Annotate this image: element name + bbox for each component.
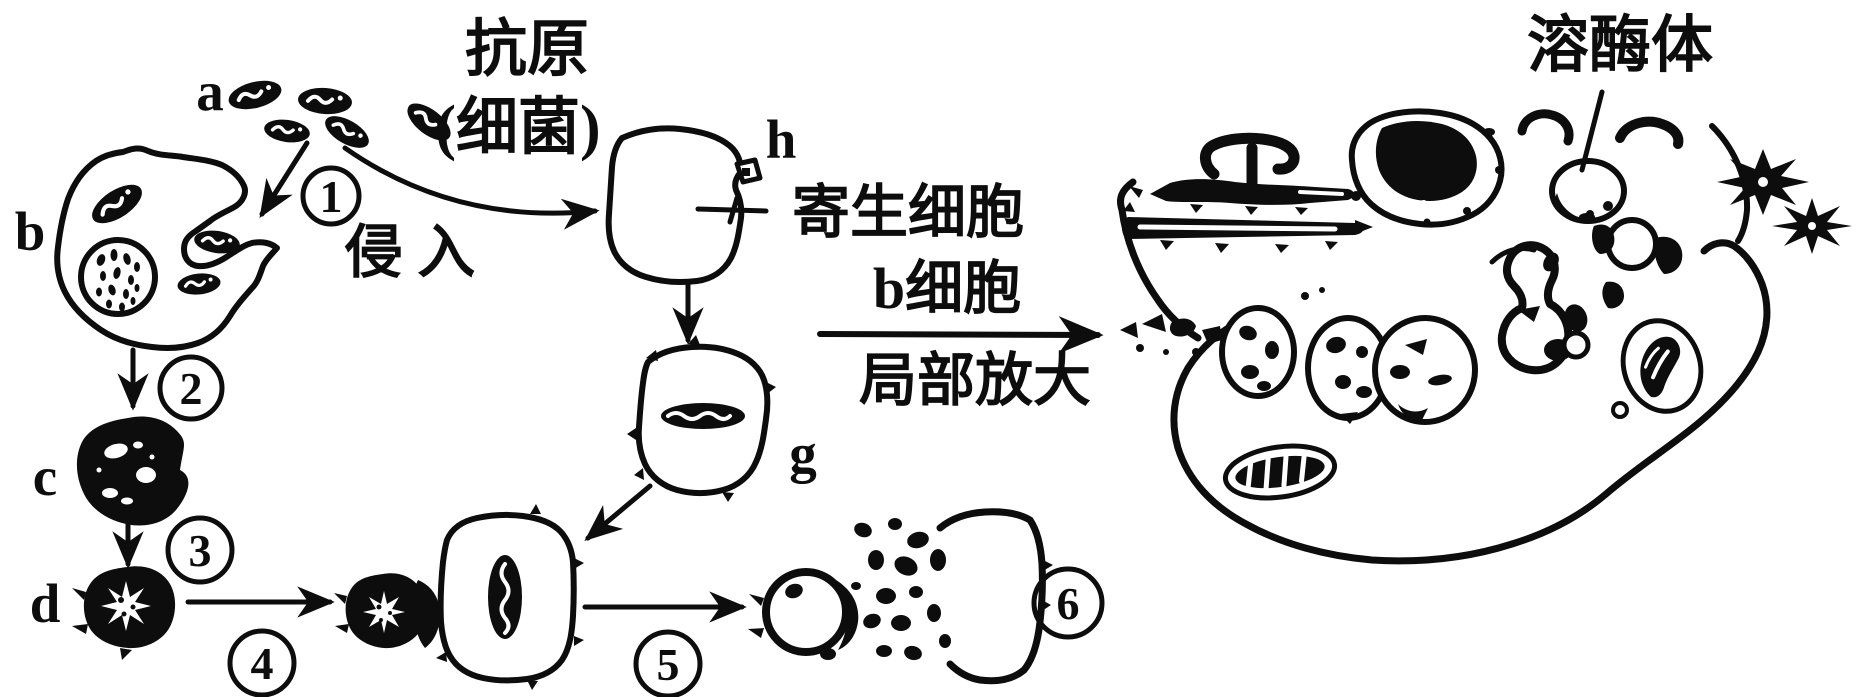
attached-effector-star-nucleus	[363, 591, 405, 633]
lysed-cell-complex	[748, 508, 1053, 685]
step1-badge: 1	[300, 165, 362, 227]
label-h: h	[766, 109, 797, 170]
mitochondrion-body	[1222, 443, 1338, 501]
endoplasmic-reticulum	[1122, 132, 1373, 253]
infected-cell-g	[627, 335, 776, 502]
attack-complex	[334, 504, 584, 690]
membrane-top-right	[1709, 123, 1751, 244]
bacterium	[295, 84, 355, 118]
step2-number: 2	[180, 363, 203, 414]
parasitized-pointer-tick	[727, 195, 740, 225]
c-cell-body	[76, 416, 189, 526]
cell-membrane-outline	[1170, 239, 1771, 565]
label-d: d	[30, 573, 61, 634]
label-c: c	[33, 446, 57, 507]
dark-crescent-vesicle	[1615, 116, 1684, 149]
label-g: g	[789, 423, 817, 484]
vesicle-cup	[1517, 109, 1574, 146]
arrow-invade	[342, 145, 600, 230]
effector-cell-after	[762, 568, 850, 656]
lymphocyte-cell-c	[76, 416, 189, 526]
phagocyte-nucleus	[78, 237, 158, 317]
parasitized-cell-h	[605, 125, 763, 285]
step5-badge: 5	[633, 629, 703, 697]
phagocyte-cell-b	[54, 145, 280, 351]
gourd-vesicle	[1497, 241, 1573, 375]
nucleus-body	[1348, 108, 1505, 228]
phagosome-vesicle	[1372, 315, 1478, 425]
phagocyte-membrane	[54, 145, 280, 351]
step4-number: 4	[251, 638, 274, 689]
antigen-label-line1: 抗原	[465, 15, 589, 84]
local-magnification-label: 局部放大	[859, 348, 1091, 413]
phagosome-vesicle	[1219, 305, 1297, 399]
antigen-label-line2: (细菌)	[435, 93, 600, 162]
target-cell-bacterium-wave	[499, 562, 511, 635]
effector-cell-d	[72, 566, 176, 660]
step1-number: 1	[320, 171, 343, 222]
step2-badge: 2	[157, 354, 225, 422]
step3-badge: 3	[165, 515, 235, 585]
b-cell-label: b细胞	[873, 256, 1021, 321]
label-a: a	[196, 61, 224, 122]
magnified-cell-view	[1116, 89, 1852, 565]
h-cell-membrane	[605, 125, 745, 285]
vacuole-with-bacterium	[1620, 318, 1704, 414]
step6-badge: 6	[1031, 566, 1105, 640]
step6-number: 6	[1057, 578, 1080, 629]
membrane-fold-cluster	[1489, 201, 1683, 361]
membrane-cup-left	[1116, 178, 1202, 342]
step4-badge: 4	[227, 628, 297, 697]
antigen-bacteria-cluster	[223, 73, 459, 157]
lysosome-label: 溶酶体	[1527, 11, 1713, 80]
small-vesicle	[1611, 401, 1629, 419]
arrow-local-magnification	[817, 316, 1104, 354]
cell-debris	[851, 518, 951, 661]
h-cell-protrusion-dot	[742, 168, 750, 176]
lysed-cell-remnant	[936, 508, 1046, 685]
arrow-g-to-complex	[584, 483, 653, 542]
engulfed-bacteria-chain	[1120, 287, 1325, 356]
invade-label: 侵 入	[344, 220, 476, 285]
bacterium	[261, 115, 313, 147]
lysosome-pointer-line	[1579, 89, 1605, 173]
g-cell-bacterium-wave	[666, 411, 732, 421]
arrow-step1	[259, 140, 310, 218]
bacterium	[223, 73, 287, 117]
parasitized-cell-label: 寄生细胞	[792, 180, 1024, 245]
step5-number: 5	[657, 639, 680, 690]
label-b: b	[15, 201, 46, 262]
step3-number: 3	[189, 525, 212, 576]
phagosome-vesicle	[1305, 315, 1391, 424]
d-cell-star-nucleus	[101, 581, 151, 631]
